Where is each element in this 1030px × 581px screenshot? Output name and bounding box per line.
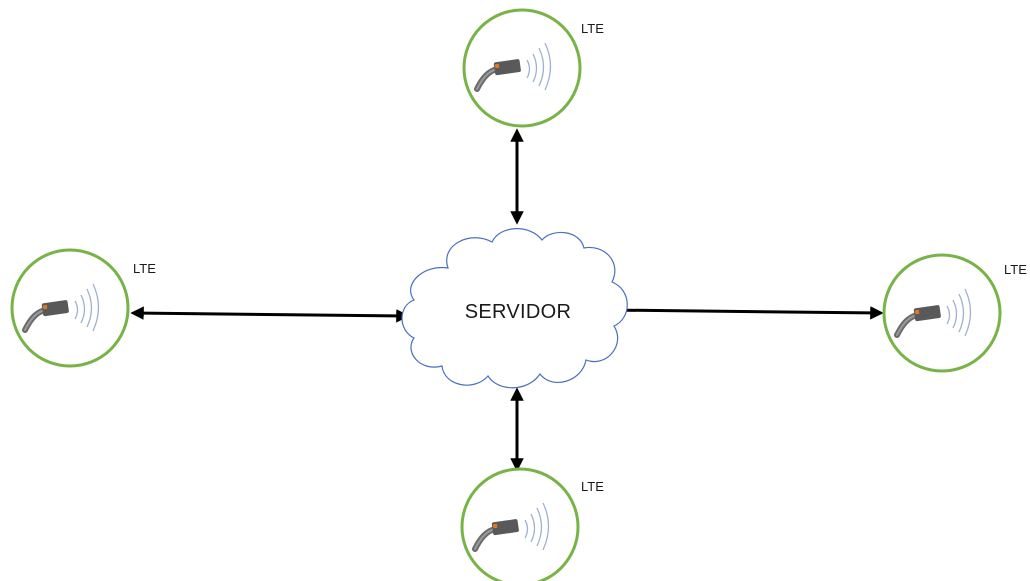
lte-node-top: LTE bbox=[462, 8, 604, 128]
arrow-left-server bbox=[130, 306, 410, 323]
lte-label-top: LTE bbox=[581, 21, 604, 36]
node-ring bbox=[10, 248, 130, 368]
node-ring bbox=[462, 8, 582, 128]
server-label: SERVIDOR bbox=[465, 301, 572, 323]
node-ring bbox=[460, 467, 580, 581]
lte-node-right: LTE bbox=[882, 253, 1027, 373]
lte-label-bottom: LTE bbox=[581, 479, 604, 494]
lte-label-left: LTE bbox=[133, 261, 156, 276]
cloud-icon bbox=[401, 228, 628, 389]
lte-label-right: LTE bbox=[1004, 262, 1027, 277]
node-ring bbox=[882, 253, 1002, 373]
arrow-right-server bbox=[604, 303, 884, 320]
server-cloud: SERVIDOR bbox=[401, 228, 628, 389]
lte-node-bottom: LTE bbox=[460, 467, 604, 581]
lte-node-left: LTE bbox=[10, 248, 156, 368]
